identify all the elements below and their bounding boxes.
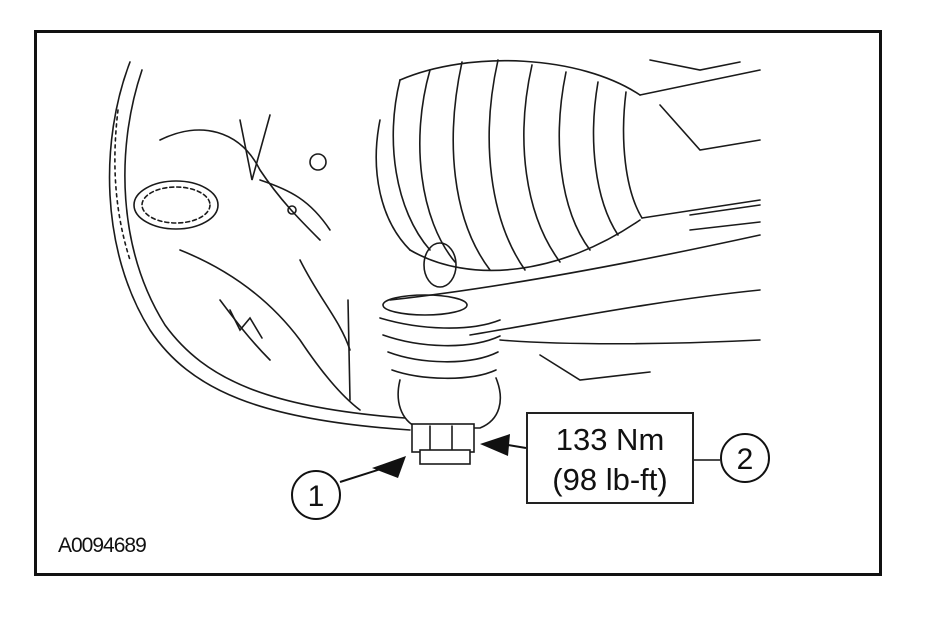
arrow-right bbox=[480, 434, 527, 456]
ball-joint bbox=[347, 294, 502, 429]
cv-boot bbox=[375, 59, 643, 288]
torque-metric: 133 Nm bbox=[555, 422, 665, 457]
strut-mount-hole bbox=[133, 180, 219, 230]
torque-imperial: (98 lb-ft) bbox=[552, 462, 668, 497]
torque-spec-box: 133 Nm (98 lb-ft) bbox=[526, 412, 694, 504]
diagram-frame bbox=[34, 30, 882, 576]
figure-id: A0094689 bbox=[58, 534, 147, 557]
knuckle-outline bbox=[108, 61, 411, 431]
lower-control-arm bbox=[389, 204, 761, 381]
callout-1: 1 bbox=[291, 470, 341, 520]
callout-2-label: 2 bbox=[737, 443, 754, 476]
callout-2: 2 bbox=[720, 433, 770, 483]
castle-nut bbox=[411, 423, 475, 465]
arrow-left bbox=[339, 456, 406, 483]
halfshaft bbox=[639, 69, 761, 219]
callout-1-label: 1 bbox=[308, 480, 325, 513]
